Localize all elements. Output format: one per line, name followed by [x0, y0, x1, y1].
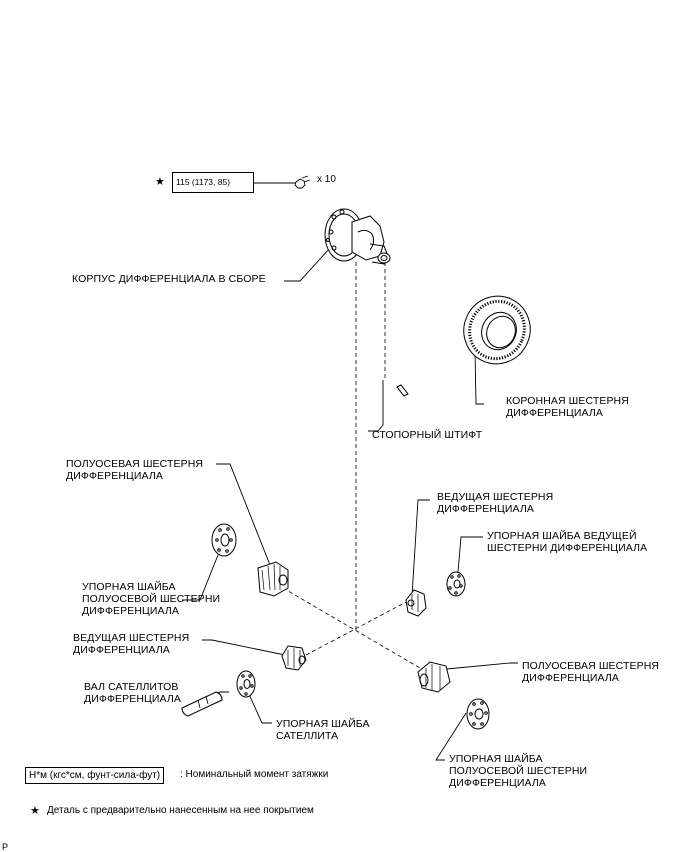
- pinion-shaft: [181, 691, 223, 717]
- corner-mark: P: [2, 842, 9, 852]
- legend-units-text: : Номинальный момент затяжки: [180, 769, 329, 780]
- assembly-axis-lines: [282, 262, 421, 669]
- differential-case: [324, 208, 391, 265]
- coated-star-icon: ★: [155, 176, 165, 188]
- label-differential-case-assembly: КОРПУС ДИФФЕРЕНЦИАЛА В СБОРЕ: [72, 273, 266, 285]
- label-pinion-gear-right: ВЕДУЩАЯ ШЕСТЕРНЯ ДИФФЕРЕНЦИАЛА: [437, 491, 554, 515]
- side-gear-left: [257, 561, 289, 597]
- label-satellite-washer: УПОРНАЯ ШАЙБА САТЕЛЛИТА: [276, 718, 370, 742]
- label-pinion-gear-left: ВЕДУЩАЯ ШЕСТЕРНЯ ДИФФЕРЕНЦИАЛА: [73, 632, 190, 656]
- leader-lines: [182, 182, 518, 761]
- legend-units-box: Н*м (кгс*см, фунт-сила-фут): [25, 767, 165, 784]
- bolt-quantity: x 10: [317, 174, 336, 185]
- label-side-gear-washer-right: УПОРНАЯ ШАЙБА ПОЛУОСЕВОЙ ШЕСТЕРНИ ДИФФЕР…: [449, 753, 588, 789]
- pinion-washer-right: [446, 571, 466, 597]
- legend-star-icon: ★: [30, 805, 40, 817]
- pinion-gear-right: [405, 589, 427, 617]
- label-side-gear-right: ПОЛУОСЕВАЯ ШЕСТЕРНЯ ДИФФЕРЕНЦИАЛА: [522, 660, 660, 684]
- ring-gear: [463, 295, 531, 365]
- side-gear-right: [417, 661, 451, 693]
- label-pinion-washer-right: УПОРНАЯ ШАЙБА ВЕДУЩЕЙ ШЕСТЕРНИ ДИФФЕРЕНЦ…: [487, 530, 648, 554]
- legend-star-text: Деталь с предварительно нанесенным на не…: [47, 805, 314, 816]
- side-gear-washer-right: [466, 698, 490, 730]
- label-ring-gear: КОРОННАЯ ШЕСТЕРНЯ ДИФФЕРЕНЦИАЛА: [506, 395, 629, 419]
- case-bolt: [294, 175, 311, 189]
- label-side-gear-top: ПОЛУОСЕВАЯ ШЕСТЕРНЯ ДИФФЕРЕНЦИАЛА: [66, 458, 204, 482]
- label-lock-pin: СТОПОРНЫЙ ШТИФТ: [372, 429, 483, 441]
- torque-spec-box: 115 (1173, 85): [172, 172, 254, 193]
- side-gear-washer-left: [211, 523, 237, 557]
- pinion-gear-left: [281, 645, 307, 671]
- satellite-washer: [236, 670, 256, 698]
- label-side-gear-washer-left: УПОРНАЯ ШАЙБА ПОЛУОСЕВОЙ ШЕСТЕРНИ ДИФФЕР…: [82, 581, 221, 617]
- lock-pin: [396, 384, 409, 397]
- label-pinion-shaft: ВАЛ САТЕЛЛИТОВ ДИФФЕРЕНЦИАЛА: [84, 681, 181, 705]
